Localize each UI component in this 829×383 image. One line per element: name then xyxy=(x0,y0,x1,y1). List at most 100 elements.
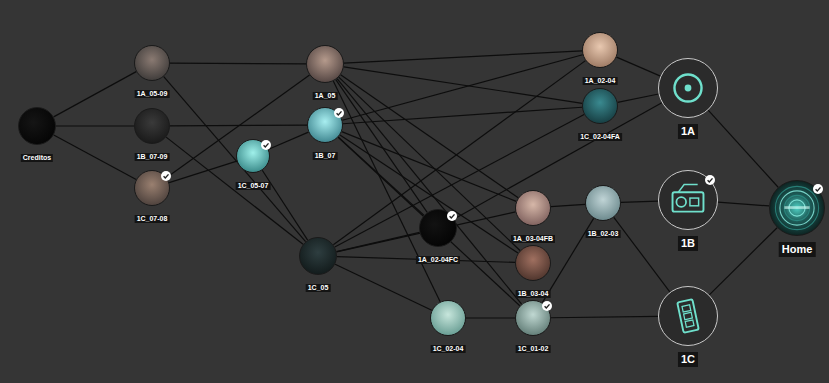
section-circle: 1B xyxy=(658,170,718,230)
connector-line xyxy=(621,201,658,202)
scene-thumbnail: 1B_03-04 xyxy=(515,245,551,281)
label-holder: 1A_02-04FC xyxy=(416,248,460,266)
scene-label: 1C_02-04FA xyxy=(578,133,622,141)
connector-line xyxy=(262,170,307,240)
label-holder: 1B xyxy=(678,233,698,251)
connector-line xyxy=(338,137,424,215)
scene-label: 1A_02-04FC xyxy=(416,256,460,264)
scene-label: 1A_05 xyxy=(313,92,338,100)
check-badge xyxy=(161,171,171,181)
connector-line xyxy=(333,61,585,245)
label-holder: 1B_07 xyxy=(313,144,338,162)
label-holder: Home xyxy=(779,239,816,257)
connector-line xyxy=(718,202,769,206)
card-icon xyxy=(659,287,717,345)
section-label: Home xyxy=(779,242,816,257)
scene-label: 1C_05 xyxy=(306,284,331,292)
connector-line xyxy=(169,161,237,182)
connector-line xyxy=(341,75,519,198)
scene-label: 1B_02-03 xyxy=(586,230,621,238)
connector-line xyxy=(551,204,585,206)
section-circle: Home xyxy=(769,180,825,236)
scene-thumbnail: 1C_02-04FA xyxy=(582,88,618,124)
scene-thumbnail: 1A_05-09 xyxy=(134,45,170,81)
scene-thumbnail: 1A_02-04FC xyxy=(419,209,457,247)
scene-label: 1A_05-09 xyxy=(135,90,170,98)
section-label: 1B xyxy=(678,236,698,251)
scene-thumbnail: 1C_01-02 xyxy=(515,300,551,336)
scene-thumbnail: 1C_02-04 xyxy=(430,300,466,336)
connector-line xyxy=(54,72,137,117)
label-holder: 1A_03-04FB xyxy=(511,227,555,245)
check-badge xyxy=(261,140,271,150)
connector-line xyxy=(342,55,582,121)
connector-line xyxy=(614,217,670,292)
connector-line xyxy=(708,110,778,187)
connector-line xyxy=(343,107,582,124)
check-badge xyxy=(334,108,344,118)
section-circle: 1A xyxy=(658,58,718,118)
section-label: 1C xyxy=(678,352,698,367)
connector-line xyxy=(339,77,520,250)
label-holder: 1C_05-07 xyxy=(236,174,271,192)
connector-line xyxy=(344,51,582,63)
check-badge xyxy=(813,184,823,194)
label-holder: 1B_07-09 xyxy=(135,145,170,163)
label-holder: 1C_01-02 xyxy=(516,337,551,355)
connector-line xyxy=(340,135,518,253)
connector-line xyxy=(166,137,303,244)
check-badge xyxy=(447,211,457,221)
label-holder: 1B_03-04 xyxy=(516,282,551,300)
scene-thumbnail: 1C_05 xyxy=(299,237,337,275)
scene-label: 1C_07-08 xyxy=(135,215,170,223)
label-holder: Creditos xyxy=(21,146,53,164)
connector-line xyxy=(269,132,309,149)
scene-label: 1A_03-04FB xyxy=(511,235,555,243)
target-icon xyxy=(659,59,717,117)
connector-line xyxy=(54,135,136,179)
connector-line xyxy=(618,94,659,102)
label-holder: 1C_02-04FA xyxy=(578,125,622,143)
section-label: 1A xyxy=(678,124,698,139)
scene-thumbnail: 1C_07-08 xyxy=(134,170,170,206)
connector-line xyxy=(337,232,420,251)
check-badge xyxy=(705,175,715,185)
check-badge xyxy=(542,301,552,311)
scene-label: 1C_01-02 xyxy=(516,345,551,353)
connector-line xyxy=(342,132,517,202)
label-holder: 1C xyxy=(678,349,698,367)
connector-line xyxy=(336,80,427,213)
connector-line xyxy=(617,57,661,76)
section-circle: 1C xyxy=(658,286,718,346)
scene-thumbnail: 1A_02-04 xyxy=(582,32,618,68)
scene-thumbnail: Creditos xyxy=(18,107,56,145)
scene-thumbnail: 1B_07 xyxy=(307,107,343,143)
connector-line xyxy=(709,228,777,295)
scene-label: Creditos xyxy=(21,154,53,162)
label-holder: 1C_02-04 xyxy=(431,337,466,355)
scene-label: 1A_02-04 xyxy=(583,77,618,85)
connector-line xyxy=(335,114,584,247)
connector-line xyxy=(455,103,662,219)
connector-line xyxy=(337,79,522,304)
label-holder: 1A_05-09 xyxy=(135,82,170,100)
connector-line xyxy=(344,67,582,103)
connector-line xyxy=(551,316,658,317)
scene-label: 1B_07-09 xyxy=(135,153,170,161)
scene-label: 1B_03-04 xyxy=(516,290,551,298)
scene-label: 1B_07 xyxy=(313,152,338,160)
label-holder: 1B_02-03 xyxy=(586,222,621,240)
connector-line xyxy=(335,264,432,310)
scene-thumbnail: 1A_05 xyxy=(306,45,344,83)
connector-line xyxy=(466,317,515,318)
label-holder: 1A_05 xyxy=(313,84,338,102)
scene-thumbnail: 1A_03-04FB xyxy=(515,190,551,226)
label-holder: 1C_07-08 xyxy=(135,207,170,225)
scene-label: 1C_02-04 xyxy=(431,345,466,353)
connector-line xyxy=(164,77,306,242)
label-holder: 1A_02-04 xyxy=(583,69,618,87)
connector-line xyxy=(170,63,306,65)
scene-thumbnail: 1C_05-07 xyxy=(236,139,270,173)
connector-line xyxy=(167,75,310,177)
